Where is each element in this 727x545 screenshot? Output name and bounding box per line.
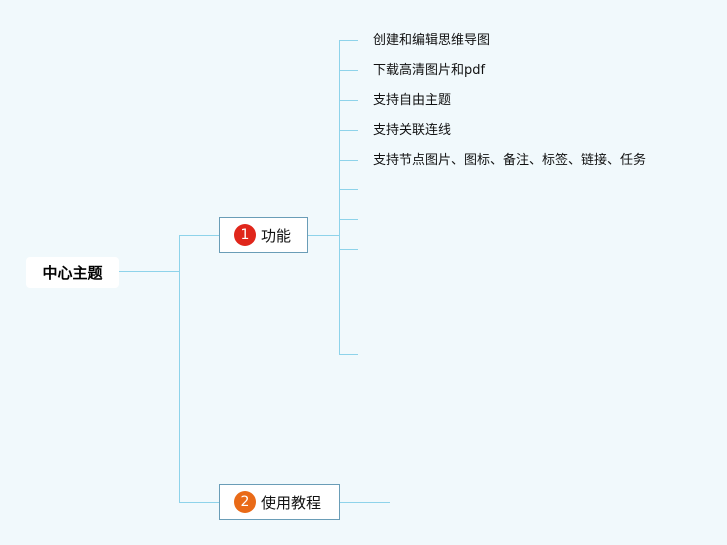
connector-leaf-8 (339, 249, 358, 250)
connector-branch-1 (179, 235, 219, 236)
leaf-topic[interactable]: 支持节点图片、图标、备注、标签、链接、任务 (373, 153, 647, 168)
leaf-topic[interactable]: 支持关联连线 (373, 123, 452, 138)
branch-topic-label: 功能 (261, 226, 292, 245)
root-topic-label: 中心主题 (42, 264, 103, 282)
connector-root (119, 271, 179, 272)
leaf-topic[interactable]: 创建和编辑思维导图 (373, 33, 491, 48)
connector-leaf-spine (339, 40, 340, 355)
branch-topic-features[interactable]: 1 功能 (219, 217, 308, 253)
connector-leaf-1 (339, 40, 358, 41)
connector-branch-2-out (340, 502, 390, 503)
priority-1-icon: 1 (234, 224, 256, 246)
connector-leaf-6 (339, 189, 358, 190)
connector-branch-2 (179, 502, 219, 503)
branch-topic-label: 使用教程 (261, 493, 322, 512)
connector-trunk (179, 235, 180, 502)
root-topic[interactable]: 中心主题 (26, 257, 119, 288)
connector-leaf-9 (339, 354, 358, 355)
connector-leaf-4 (339, 130, 358, 131)
branch-topic-tutorial[interactable]: 2 使用教程 (219, 484, 340, 520)
leaf-topic[interactable]: 下载高清图片和pdf (373, 63, 486, 78)
connector-leaf-3 (339, 100, 358, 101)
leaf-topic[interactable]: 支持自由主题 (373, 93, 452, 108)
connector-branch-1-out (308, 235, 339, 236)
connector-leaf-5 (339, 160, 358, 161)
connector-leaf-2 (339, 70, 358, 71)
connector-leaf-7 (339, 219, 358, 220)
priority-2-icon: 2 (234, 491, 256, 513)
